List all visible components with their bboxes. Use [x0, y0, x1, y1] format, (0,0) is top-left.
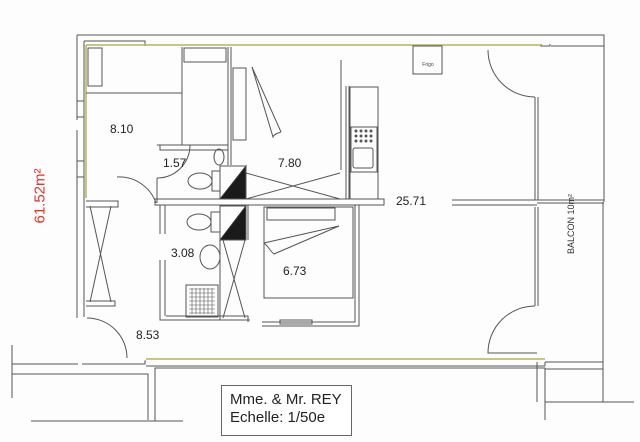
bedroom-1-walls [86, 47, 229, 151]
bedroom-3-walls [244, 205, 360, 327]
room-area-entrance-hall: 8.53 [136, 328, 160, 342]
room-area-bedroom-3: 6.73 [283, 264, 307, 278]
shaft-box-1 [219, 165, 247, 200]
shaft-box-2 [219, 205, 247, 241]
shaft-fills [218, 164, 247, 241]
room-area-bedroom-2: 7.80 [278, 156, 302, 170]
hob-dots [354, 129, 373, 143]
room-area-living-kitchen: 25.71 [396, 194, 427, 208]
kitchen-counter [349, 45, 443, 200]
doors [86, 49, 537, 359]
total-area-label: 61.52m² [31, 168, 49, 224]
room-area-bathroom: 3.08 [171, 246, 195, 260]
bedroom-2-walls [232, 60, 350, 200]
hall-closet [86, 200, 119, 307]
room-area-bedroom-1: 8.10 [110, 122, 134, 136]
bottom-walls [11, 326, 634, 422]
fridge-label: Frigo [422, 62, 434, 68]
balcony-partition [452, 97, 604, 306]
insulation-lines [85, 44, 545, 360]
scale-label: Echelle: 1/50e [230, 409, 326, 426]
room-area-wc-1: 1.57 [163, 156, 187, 170]
title-block: Mme. & Mr. REY Echelle: 1/50e [221, 385, 352, 436]
owner-name: Mme. & Mr. REY [230, 391, 342, 408]
outer-walls [76, 34, 605, 326]
balcony-label: BALCON 10m² [566, 193, 576, 255]
